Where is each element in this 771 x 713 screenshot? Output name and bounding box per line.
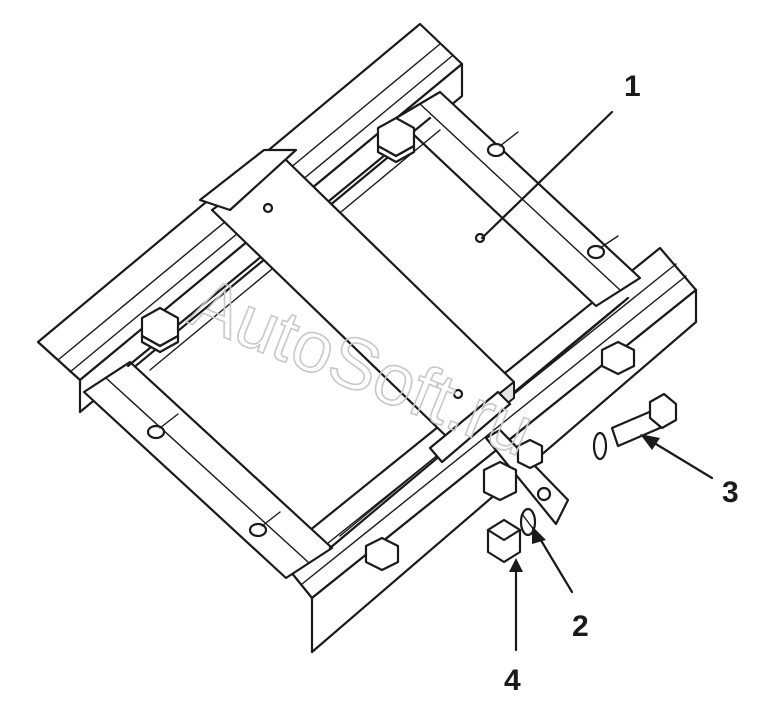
callout-2: 2	[572, 610, 589, 643]
leader-lines	[480, 110, 714, 652]
cotter-pin-icon	[146, 413, 179, 440]
part-2-spring-washer	[519, 507, 537, 537]
part-3-bolt	[592, 392, 678, 461]
cotter-pin-icon	[248, 511, 281, 538]
bolt-shank	[610, 408, 662, 448]
strap-hole	[474, 232, 486, 244]
leader-3	[644, 436, 714, 480]
cotter-pin-icon	[586, 235, 619, 260]
frame-bolts	[140, 116, 636, 572]
bolt-head	[648, 392, 678, 430]
mount-bracket	[482, 428, 570, 526]
callout-1: 1	[624, 70, 641, 103]
hex-bolt-icon	[376, 116, 416, 164]
washer-icon	[592, 431, 608, 461]
leader-2	[534, 530, 574, 594]
strap-clip-top	[198, 148, 298, 212]
cotter-pin-icon	[486, 131, 519, 158]
hex-nut-icon	[482, 460, 518, 502]
hex-bolt-icon	[364, 536, 400, 572]
leader-1	[480, 110, 614, 240]
callout-3: 3	[722, 476, 739, 509]
bracket-plate	[484, 428, 570, 526]
callout-4: 4	[504, 664, 521, 697]
hex-bolt-icon	[600, 340, 636, 376]
hex-nut-icon	[516, 438, 544, 470]
center-strap	[198, 148, 516, 464]
part-4-nut	[486, 518, 522, 564]
strap-clip-bottom	[428, 390, 512, 464]
hex-bolt-icon	[140, 306, 180, 354]
